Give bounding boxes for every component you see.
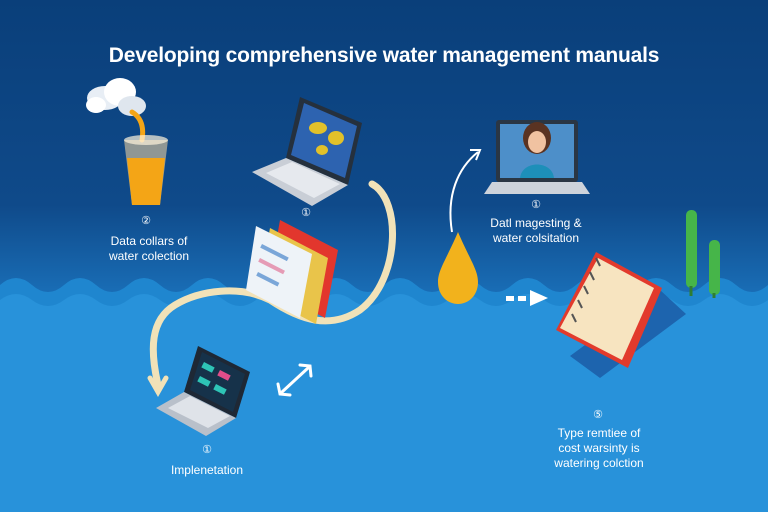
step-1-number: ② xyxy=(141,215,151,227)
step-3-label-line-1: Datl magesting & xyxy=(490,216,582,230)
step-1-label-line-1: Data collars of xyxy=(110,234,188,248)
water-drop-icon xyxy=(438,232,478,304)
double-arrow xyxy=(276,363,313,397)
step-5-label-line-2: cost warsinty is xyxy=(558,441,640,455)
step-4-label: Implenetation xyxy=(148,463,266,478)
monitor-person-icon xyxy=(484,120,590,194)
flow-arrow-head xyxy=(147,375,169,398)
water-cup-icon xyxy=(124,135,168,205)
laptop-dashboard-icon xyxy=(156,346,250,436)
step-3-number: ① xyxy=(531,199,541,211)
cloud-icon xyxy=(86,78,146,116)
step-4-label-line-1: Implenetation xyxy=(170,463,244,477)
step-4-number: ① xyxy=(202,444,212,456)
plant-icon xyxy=(686,210,720,298)
step-5-number: ⑤ xyxy=(593,409,603,421)
step-1-label-line-2: water colection xyxy=(108,249,190,263)
dashed-arrow xyxy=(506,290,548,306)
page-title: Developing comprehensive water managemen… xyxy=(108,44,660,67)
step-1-label: Data collars of water colection xyxy=(86,234,212,264)
step-3-label: Datl magesting & water colsitation xyxy=(474,216,598,246)
documents-stack-icon xyxy=(246,220,338,324)
step-5-label-line-1: Type remtiee of xyxy=(557,426,641,440)
step-5-label: Type remtiee of cost warsinty is waterin… xyxy=(536,426,662,471)
step-2-number: ① xyxy=(301,207,311,219)
laptop-map-icon xyxy=(252,97,362,206)
step-3-label-line-2: water colsitation xyxy=(492,231,580,245)
step-5-label-line-3: watering colction xyxy=(554,456,644,470)
notebook-icon xyxy=(556,252,686,378)
curved-arrow xyxy=(449,151,479,233)
